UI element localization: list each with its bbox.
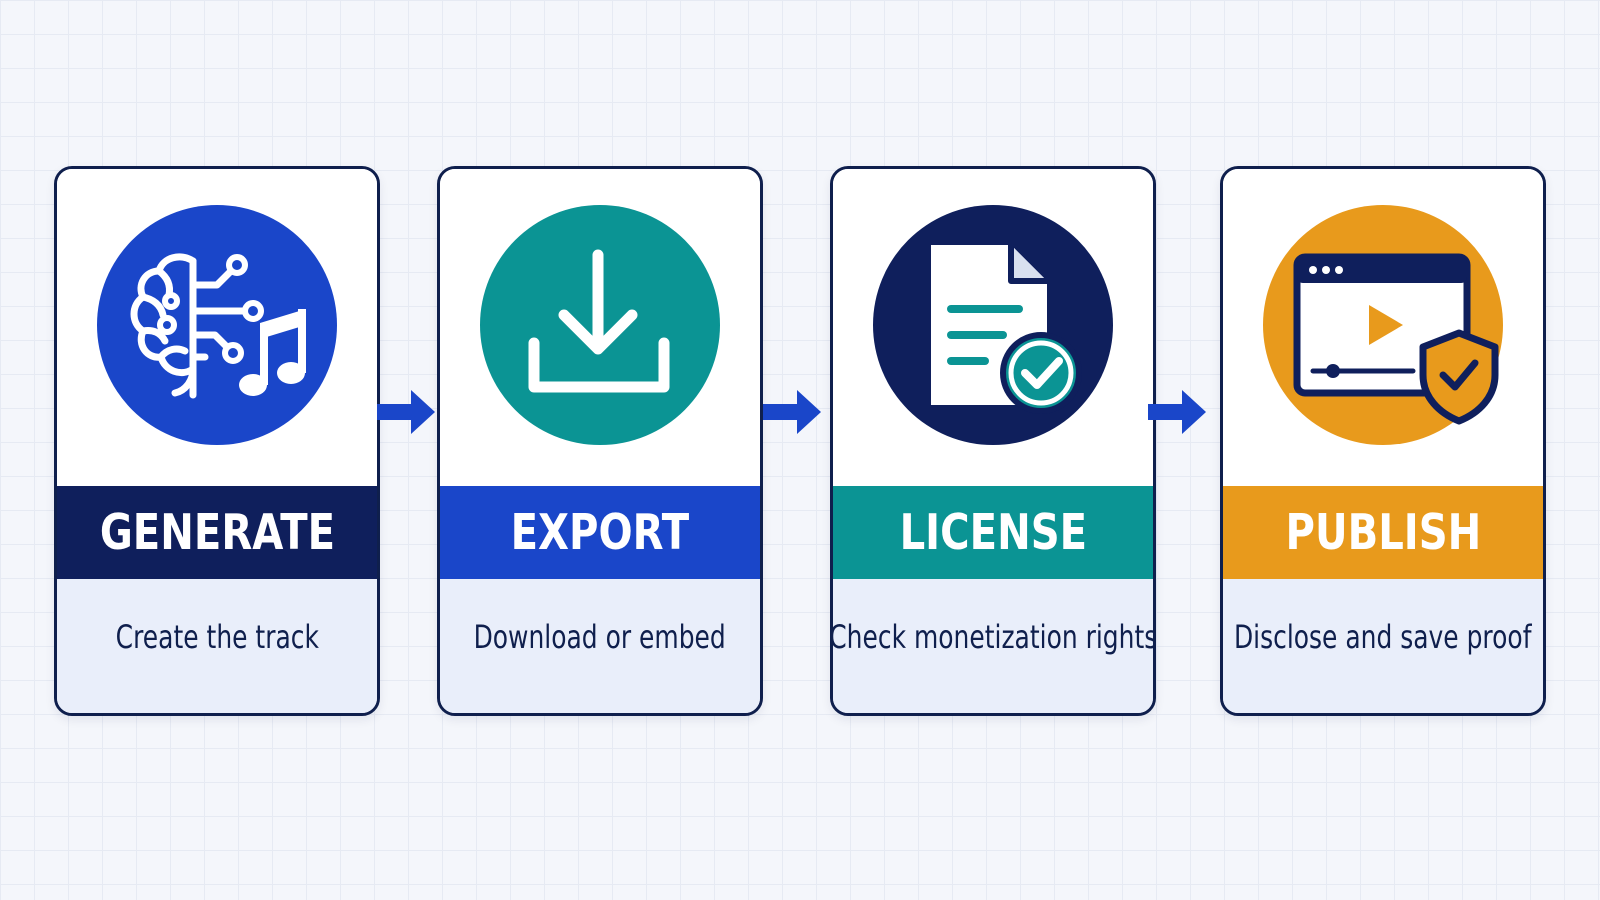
- arrow-right-icon: [763, 390, 821, 434]
- flow-arrow-2: [763, 386, 825, 438]
- flow-arrow-1: [377, 386, 439, 438]
- icon-circle: [873, 205, 1113, 445]
- download-icon: [528, 249, 670, 393]
- icon-circle: [97, 205, 337, 445]
- icon-area: [833, 169, 1153, 486]
- step-card-generate: GENERATE Create the track: [54, 166, 380, 716]
- icon-area: [1223, 169, 1543, 486]
- icon-circle: [1263, 205, 1503, 445]
- step-description-panel: Create the track: [57, 579, 377, 713]
- icon-area: [440, 169, 760, 486]
- step-card-export: EXPORT Download or embed: [437, 166, 763, 716]
- step-description-panel: Download or embed: [440, 579, 760, 713]
- step-card-publish: PUBLISH Disclose and save proof: [1220, 166, 1546, 716]
- step-title: EXPORT: [510, 504, 690, 561]
- step-description: Download or embed: [473, 617, 727, 656]
- arrow-right-icon: [1148, 390, 1206, 434]
- step-title: GENERATE: [99, 504, 335, 561]
- step-card-license: LICENSE Check monetization rights: [830, 166, 1156, 716]
- step-title-band: PUBLISH: [1223, 486, 1543, 579]
- video-shield-icon: [1293, 253, 1499, 425]
- step-description: Create the track: [115, 617, 319, 656]
- step-title-band: LICENSE: [833, 486, 1153, 579]
- arrow-right-icon: [377, 390, 435, 434]
- step-title-band: EXPORT: [440, 486, 760, 579]
- document-check-icon: [931, 245, 1082, 414]
- step-description-panel: Disclose and save proof: [1223, 579, 1543, 713]
- brain-music-icon: [130, 253, 306, 399]
- step-description: Disclose and save proof: [1234, 617, 1532, 656]
- step-title-band: GENERATE: [57, 486, 377, 579]
- step-title: LICENSE: [899, 504, 1087, 561]
- step-title: PUBLISH: [1285, 504, 1481, 561]
- step-description: Check monetization rights: [830, 617, 1156, 656]
- flow-arrow-3: [1148, 386, 1210, 438]
- icon-circle: [480, 205, 720, 445]
- step-description-panel: Check monetization rights: [830, 579, 1156, 713]
- icon-area: [57, 169, 377, 486]
